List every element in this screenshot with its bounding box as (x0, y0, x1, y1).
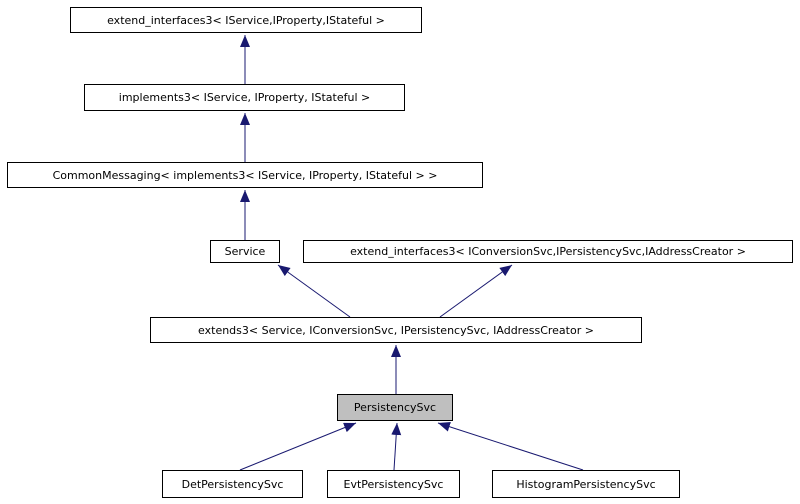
inheritance-edge-det_persistency_svc-to-persistency_svc (239, 422, 357, 471)
class-node-persistency-svc-current: PersistencySvc (337, 394, 453, 421)
class-node-implements3[interactable]: implements3< IService, IProperty, IState… (84, 84, 405, 111)
class-node-histogram-persistency-svc[interactable]: HistogramPersistencySvc (492, 470, 680, 498)
inheritance-edge-evt_persistency_svc-to-persistency_svc (391, 422, 402, 471)
class-node-extends3[interactable]: extends3< Service, IConversionSvc, IPers… (150, 317, 642, 343)
class-node-extend-interfaces3-iconversionsvc[interactable]: extend_interfaces3< IConversionSvc,IPers… (303, 240, 793, 263)
class-node-extend-interfaces3-iservice[interactable]: extend_interfaces3< IService,IProperty,I… (70, 7, 422, 33)
class-node-service[interactable]: Service (210, 240, 280, 263)
inheritance-edge-extends3-to-extend_interfaces3_iconversionsvc (439, 264, 513, 318)
class-node-evt-persistency-svc[interactable]: EvtPersistencySvc (327, 470, 460, 498)
class-node-common-messaging[interactable]: CommonMessaging< implements3< IService, … (7, 162, 483, 188)
inheritance-edge-extends3-to-service (277, 264, 351, 318)
inheritance-edge-histogram_persistency_svc-to-persistency_svc (437, 421, 584, 471)
class-node-det-persistency-svc[interactable]: DetPersistencySvc (162, 470, 303, 498)
